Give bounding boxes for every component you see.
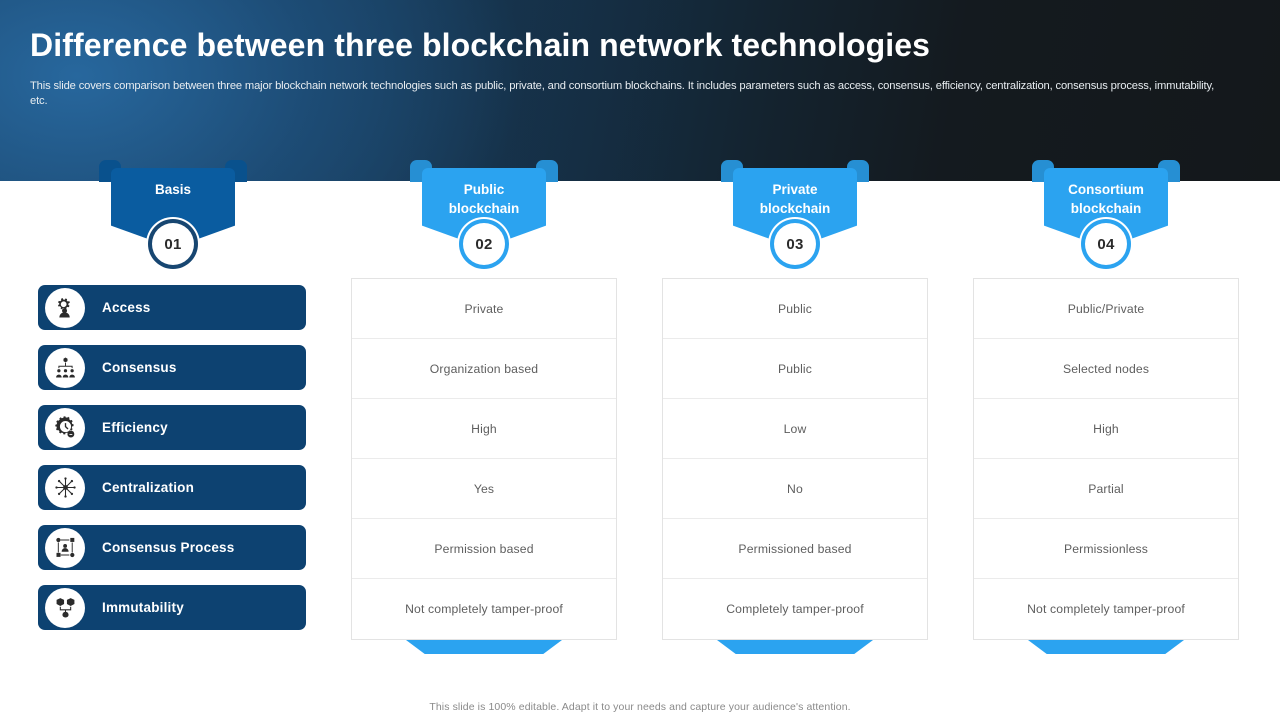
parameter-label: Access <box>102 300 151 315</box>
column-number-badge: 04 <box>1085 223 1127 265</box>
parameter-label: Centralization <box>102 480 195 495</box>
table-cell: No <box>663 459 927 519</box>
parameter-label: Immutability <box>102 600 184 615</box>
centralization-hub-icon <box>45 467 85 508</box>
column-number-text: 03 <box>786 235 804 253</box>
page-subtitle: This slide covers comparison between thr… <box>30 80 1215 107</box>
table-cell: Yes <box>352 459 616 519</box>
column-number-badge: 02 <box>463 223 505 265</box>
bottom-tab-1 <box>406 640 562 654</box>
column-number-badge: 01 <box>152 223 194 265</box>
parameter-label: Consensus Process <box>102 540 235 555</box>
table-cell: Private <box>352 279 616 339</box>
column-number-badge: 03 <box>774 223 816 265</box>
bottom-tab-2 <box>717 640 873 654</box>
table-cell: Selected nodes <box>974 339 1238 399</box>
slide-header-banner: Difference between three blockchain netw… <box>0 0 1280 181</box>
table-cell: Permissioned based <box>663 519 927 579</box>
table-cell: Public <box>663 279 927 339</box>
column-ribbon-label: Basis <box>154 182 192 197</box>
parameter-pill-immutability[interactable]: Immutability <box>38 585 306 630</box>
access-gear-user-icon <box>45 287 85 328</box>
parameter-pill-centralization[interactable]: Centralization <box>38 465 306 510</box>
column-ribbon-label: Private blockchain <box>759 182 831 216</box>
parameter-pill-consensus-process[interactable]: Consensus Process <box>38 525 306 570</box>
column-ribbon-label: Consortium blockchain <box>1068 182 1144 216</box>
table-cell: High <box>352 399 616 459</box>
parameter-pill-access[interactable]: Access <box>38 285 306 330</box>
column-number-text: 01 <box>164 235 182 253</box>
table-cell: Organization based <box>352 339 616 399</box>
table-cell: Public/Private <box>974 279 1238 339</box>
consensus-process-network-icon <box>45 527 85 568</box>
parameter-label: Efficiency <box>102 420 168 435</box>
table-cell: Permissionless <box>974 519 1238 579</box>
consensus-hierarchy-icon <box>45 347 85 388</box>
column-number-text: 04 <box>1097 235 1115 253</box>
table-cell: Public <box>663 339 927 399</box>
column-number-text: 02 <box>475 235 493 253</box>
table-cell: Permission based <box>352 519 616 579</box>
parameter-pill-efficiency[interactable]: Efficiency <box>38 405 306 450</box>
efficiency-gear-gauge-icon <box>45 407 85 448</box>
footer-note: This slide is 100% editable. Adapt it to… <box>429 701 851 713</box>
table-cell: Completely tamper-proof <box>726 602 864 616</box>
parameter-pill-consensus[interactable]: Consensus <box>38 345 306 390</box>
table-cell: Partial <box>974 459 1238 519</box>
table-cell: Not completely tamper-proof <box>405 602 563 616</box>
page-title: Difference between three blockchain netw… <box>30 27 931 63</box>
column-ribbon-label: Public blockchain <box>448 182 520 216</box>
table-cell: Low <box>663 399 927 459</box>
parameter-label: Consensus <box>102 360 177 375</box>
immutability-blocks-icon <box>45 587 85 628</box>
table-cell: Not completely tamper-proof <box>1027 602 1185 616</box>
table-cell: High <box>974 399 1238 459</box>
bottom-tab-3 <box>1028 640 1184 654</box>
